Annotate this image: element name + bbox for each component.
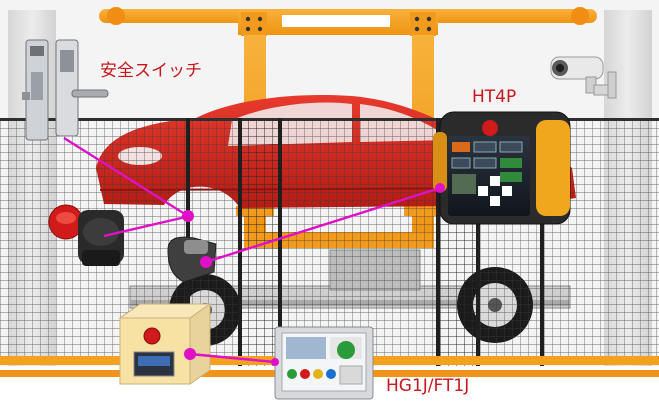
control-box-icon — [118, 303, 212, 385]
emergency-stop-icon — [48, 204, 124, 266]
connector-dots — [182, 183, 445, 366]
safety-switch-icon — [22, 39, 109, 141]
hmi-label: HG1J/FT1J — [386, 376, 470, 396]
touch-panel-icon — [274, 326, 374, 400]
connector-lines — [63, 136, 441, 364]
teaching-pendant-icon — [433, 111, 571, 225]
security-camera-icon — [550, 56, 617, 99]
safety-switch-label: 安全スイッチ — [100, 61, 202, 81]
teaching-pendant-label: HT4P — [472, 87, 517, 107]
